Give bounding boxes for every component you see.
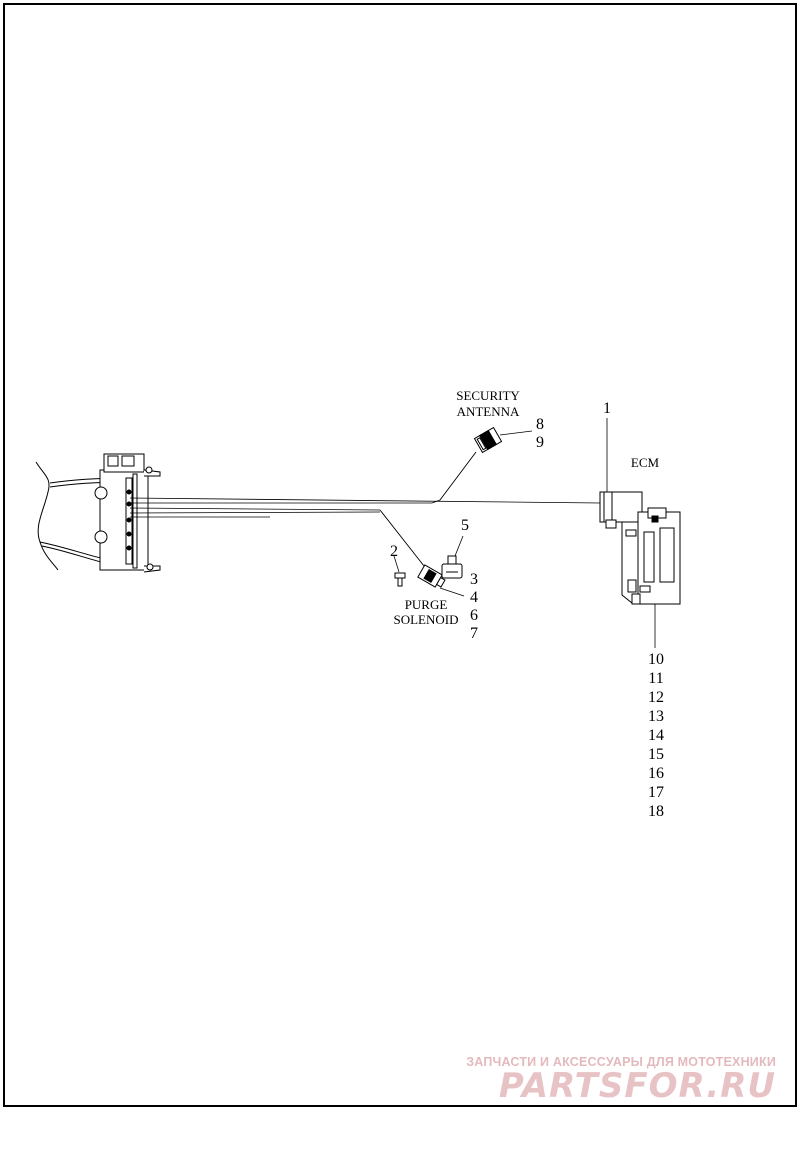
leader-lines [393, 418, 656, 648]
antenna-wire [431, 451, 477, 504]
wiring-harness [129, 497, 601, 518]
callout-12: 12 [648, 689, 664, 706]
callout-14: 14 [648, 727, 664, 744]
frame-bracket [35, 453, 161, 573]
ecm-callout-list: 10 11 12 13 14 15 16 17 18 [648, 651, 664, 820]
watermark-tagline: ЗАПЧАСТИ И АКСЕССУАРЫ ДЛЯ МОТОТЕХНИКИ [466, 1055, 776, 1069]
callout-5: 5 [461, 517, 469, 534]
callout-18: 18 [648, 803, 664, 820]
callout-13: 13 [648, 708, 664, 725]
security-label-line1: SECURITY [456, 388, 520, 403]
page-border [3, 3, 797, 1107]
callout-16: 16 [648, 765, 664, 782]
watermark-brand: PARTSFOR.RU [499, 1066, 776, 1106]
purge-solenoid-wire [379, 509, 425, 567]
callout-11: 11 [648, 670, 663, 687]
purge-label-line2: SOLENOID [394, 612, 459, 627]
purge-label-line1: PURGE [405, 597, 448, 612]
callout-1: 1 [603, 400, 611, 417]
callout-10: 10 [648, 651, 664, 668]
callout-4: 4 [470, 589, 478, 606]
screw-part [394, 572, 406, 587]
callout-17: 17 [648, 784, 664, 801]
security-antenna-connector [473, 426, 503, 454]
callout-2: 2 [390, 543, 398, 560]
callout-3: 3 [470, 571, 478, 588]
callout-15: 15 [648, 746, 664, 763]
connector-part [441, 555, 463, 579]
security-label-line2: ANTENNA [457, 404, 520, 419]
callout-9: 9 [536, 434, 544, 451]
ecm-label: ECM [631, 455, 660, 470]
ecm-module [599, 491, 681, 605]
callout-8: 8 [536, 416, 544, 433]
callout-6: 6 [470, 607, 478, 624]
callout-7: 7 [470, 625, 478, 642]
purge-solenoid [417, 564, 446, 588]
